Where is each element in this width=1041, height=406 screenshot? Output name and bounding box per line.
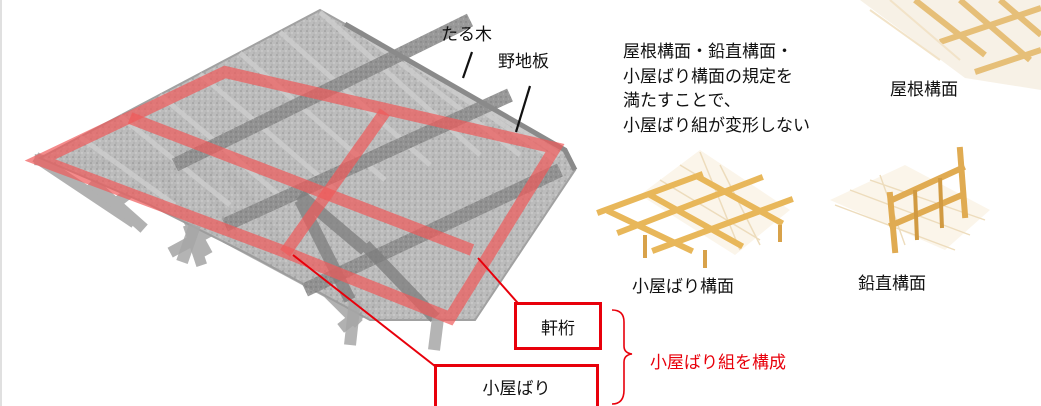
nokigeta-callout: 軒桁 (514, 302, 602, 350)
enchoku-kochimen-label: 鉛直構面 (858, 274, 926, 294)
taruki-leader (461, 51, 474, 79)
posts (176, 223, 444, 351)
nojiita-label: 野地板 (498, 52, 549, 72)
group-bracket (611, 309, 633, 405)
taruki-label: たる木 (441, 25, 492, 45)
koyabari-frame-highlight (24, 65, 565, 326)
koyabari-kochimen-model (596, 150, 794, 268)
note-line-3: 満たすことで、 (623, 91, 741, 111)
yane-kochimen-model (860, 0, 1041, 90)
note-line-2: 小屋ばり構面の規定を (623, 66, 793, 87)
group-bracket-text: 小屋ばり組を構成 (650, 353, 786, 373)
koyabari-callout: 小屋ばり (434, 364, 599, 406)
callout-leaders (292, 254, 525, 371)
koyabari-kochimen-label: 小屋ばり構面 (632, 277, 734, 297)
nojiita-leader (514, 85, 532, 133)
enchoku-kochimen-model (830, 146, 990, 254)
note-line-4: 小屋ばり組が変形しない (623, 115, 810, 136)
yane-kochimen-label: 屋根構面 (890, 80, 958, 100)
note-line-1: 屋根構面・鉛直構面・ (623, 42, 793, 62)
roof-model (32, 8, 578, 351)
explanation-note: 屋根構面・鉛直構面・ 小屋ばり構面の規定を 満たすことで、 小屋ばり組が変形しな… (623, 40, 810, 138)
